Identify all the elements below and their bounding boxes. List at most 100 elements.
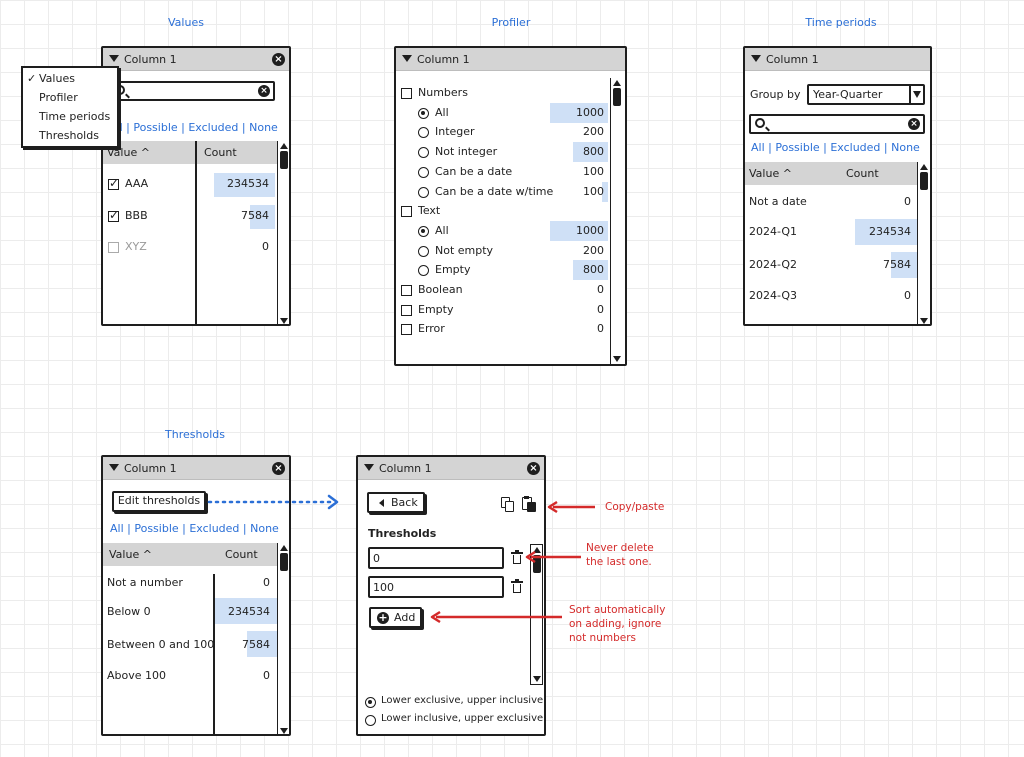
threshold-input[interactable]: 100 (368, 576, 504, 598)
row-radio[interactable] (418, 225, 429, 237)
row-radio[interactable] (418, 166, 429, 178)
table-row[interactable]: BBB 7584 (103, 205, 277, 229)
link-excluded[interactable]: Excluded (189, 522, 240, 535)
row-checkbox[interactable] (401, 324, 412, 336)
option-radio[interactable] (365, 715, 376, 726)
row-radio[interactable] (418, 127, 429, 139)
row-radio[interactable] (418, 245, 429, 257)
close-icon[interactable]: × (527, 462, 540, 475)
back-button[interactable]: Back (367, 492, 425, 513)
link-excluded[interactable]: Excluded (188, 121, 239, 134)
menu-item-profiler[interactable]: Profiler (39, 91, 78, 104)
table-row[interactable]: Not a date 0 (745, 193, 917, 211)
scroll-up-icon[interactable] (280, 545, 288, 551)
scroll-down-icon[interactable] (280, 728, 288, 734)
scroll-up-icon[interactable] (533, 547, 541, 553)
column-header-count[interactable]: Count (204, 146, 237, 159)
row-checkbox[interactable] (108, 242, 119, 253)
scroll-down-icon[interactable] (920, 318, 928, 324)
row-checkbox[interactable] (108, 208, 119, 222)
column-header-count[interactable]: Count (846, 167, 879, 180)
chevron-down-icon[interactable] (913, 91, 921, 98)
row-radio[interactable] (418, 107, 429, 119)
threshold-input[interactable]: 0 (368, 547, 504, 569)
search-input[interactable]: × (109, 81, 275, 101)
scroll-thumb[interactable] (613, 88, 621, 106)
row-checkbox[interactable] (401, 206, 412, 218)
link-none[interactable]: None (891, 141, 920, 154)
collapse-triangle-icon[interactable] (364, 464, 374, 471)
link-possible[interactable]: Possible (134, 522, 179, 535)
search-input[interactable]: × (749, 114, 925, 134)
copy-icon[interactable] (501, 497, 515, 513)
scroll-thumb[interactable] (280, 151, 288, 169)
link-excluded[interactable]: Excluded (830, 141, 881, 154)
column-header-count[interactable]: Count (225, 548, 258, 561)
table-row[interactable]: 2024-Q1 234534 (745, 219, 917, 245)
link-none[interactable]: None (249, 121, 278, 134)
column-header-value[interactable]: Value ^ (107, 146, 150, 159)
edit-thresholds-button[interactable]: Edit thresholds (112, 491, 206, 512)
scroll-thumb[interactable] (920, 172, 928, 190)
trash-icon[interactable] (511, 550, 523, 564)
collapse-triangle-icon[interactable] (109, 464, 119, 471)
option-radio[interactable] (365, 697, 376, 708)
scroll-thumb[interactable] (280, 553, 288, 571)
menu-item-thresholds[interactable]: Thresholds (39, 129, 99, 142)
table-row[interactable]: 2024-Q3 0 (745, 287, 917, 305)
scroll-down-icon[interactable] (613, 356, 621, 362)
row-radio[interactable] (418, 147, 429, 159)
clear-search-icon[interactable]: × (908, 118, 920, 130)
vertical-scrollbar[interactable] (917, 162, 930, 324)
scroll-thumb[interactable] (533, 555, 541, 573)
row-checkbox[interactable] (401, 304, 412, 316)
group-by-select[interactable]: Year-Quarter (807, 84, 925, 105)
link-possible[interactable]: Possible (775, 141, 820, 154)
collapse-triangle-icon[interactable] (751, 55, 761, 62)
link-none[interactable]: None (250, 522, 279, 535)
menu-item-time-periods[interactable]: Time periods (39, 110, 111, 123)
profiler-row[interactable]: Text (396, 202, 608, 220)
scroll-up-icon[interactable] (920, 164, 928, 170)
column-header-value[interactable]: Value ^ (109, 548, 152, 561)
collapse-triangle-icon[interactable] (109, 55, 119, 62)
link-all[interactable]: All (751, 141, 765, 154)
row-checkbox[interactable] (108, 176, 119, 190)
trash-icon[interactable] (511, 579, 523, 593)
row-checkbox[interactable] (401, 285, 412, 296)
profiler-row[interactable]: Numbers (396, 84, 608, 102)
scroll-down-icon[interactable] (533, 676, 541, 682)
paste-icon[interactable] (522, 496, 536, 512)
table-row[interactable]: AAA 234534 (103, 173, 277, 197)
menu-item-values[interactable]: Values (39, 72, 75, 85)
scroll-up-icon[interactable] (280, 143, 288, 149)
scroll-up-icon[interactable] (613, 80, 621, 86)
table-row[interactable]: 2024-Q2 7584 (745, 252, 917, 278)
row-radio[interactable] (418, 265, 429, 277)
link-possible[interactable]: Possible (133, 121, 178, 134)
vertical-scrollbar[interactable] (530, 544, 543, 685)
table-row[interactable]: XYZ 0 (103, 238, 277, 256)
table-row[interactable]: Between 0 and 100 7584 (103, 631, 277, 657)
link-all[interactable]: All (110, 522, 124, 535)
clear-search-icon[interactable]: × (258, 85, 270, 97)
row-checkbox[interactable] (401, 88, 412, 99)
scroll-down-icon[interactable] (280, 318, 288, 324)
column-header-value[interactable]: Value ^ (749, 167, 792, 180)
close-icon[interactable]: × (272, 53, 285, 66)
close-icon[interactable]: × (272, 462, 285, 475)
vertical-scrollbar[interactable] (610, 78, 623, 364)
vertical-scrollbar[interactable] (277, 543, 289, 734)
row-radio[interactable] (418, 186, 429, 198)
vertical-scrollbar[interactable] (277, 141, 289, 324)
